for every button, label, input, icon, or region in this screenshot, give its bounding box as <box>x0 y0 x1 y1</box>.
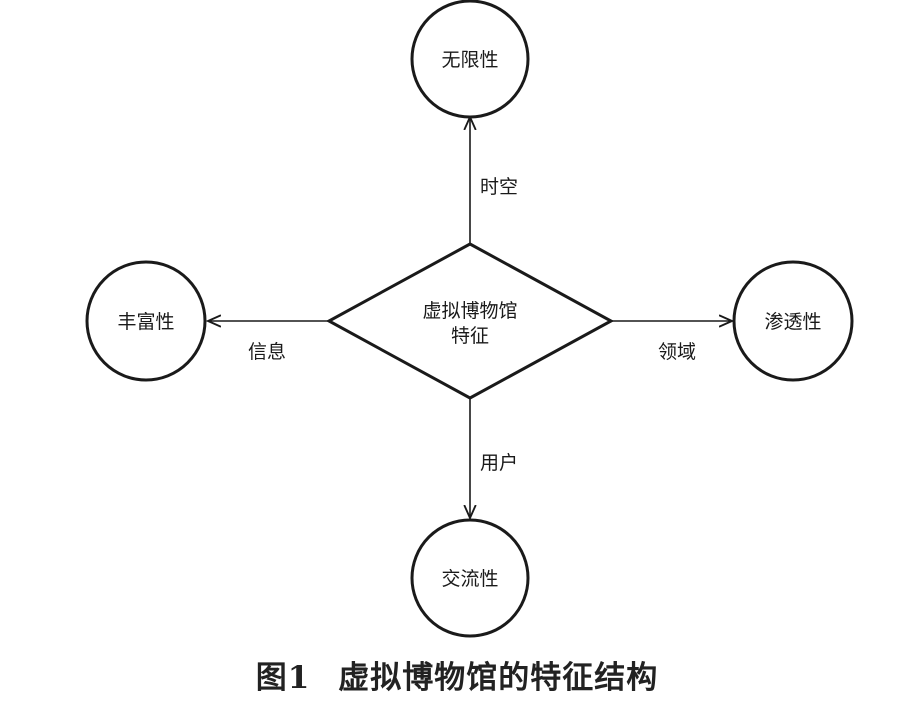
center-label-line1: 虚拟博物馆 <box>422 300 517 322</box>
center-diamond <box>325 242 615 400</box>
right-node-label: 渗透性 <box>764 311 821 333</box>
figure-number: 图1 <box>255 660 311 696</box>
edge-label-left: 信息 <box>248 341 286 363</box>
figure-caption: 图1 虚拟博物馆的特征结构 <box>0 652 914 697</box>
edge-label-bottom: 用户 <box>480 452 518 474</box>
left-node-circle <box>85 260 207 382</box>
center-label-line2: 特征 <box>451 325 489 347</box>
edge-label-right: 领域 <box>658 341 696 363</box>
right-node-circle <box>732 260 854 382</box>
bottom-node-label: 交流性 <box>441 568 498 590</box>
top-node-label: 无限性 <box>441 49 498 71</box>
figure-title: 虚拟博物馆的特征结构 <box>338 660 659 696</box>
feature-structure-diagram: 虚拟博物馆 特征 无限性 丰富性 渗透性 交流性 时空 信息 领域 用户 <box>85 0 854 638</box>
left-node-label: 丰富性 <box>117 311 174 333</box>
bottom-node-circle <box>410 518 530 638</box>
edge-label-top: 时空 <box>480 176 518 198</box>
top-node-circle <box>410 0 530 119</box>
